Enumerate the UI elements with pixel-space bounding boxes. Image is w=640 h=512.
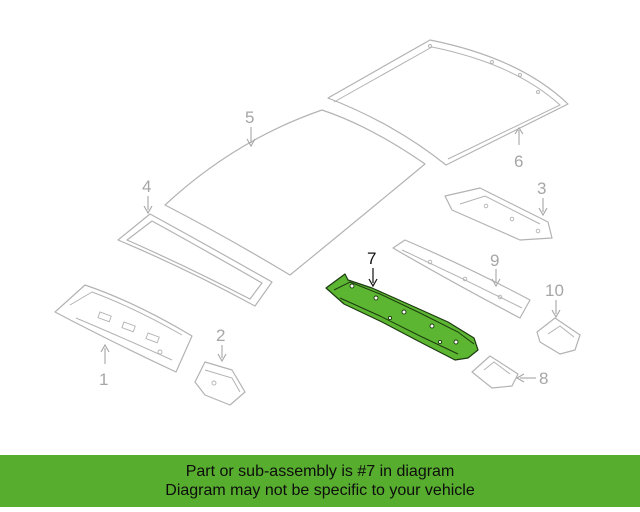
part-8-gusset — [471, 355, 519, 389]
callout-8: 8 — [539, 369, 548, 388]
callout-2: 2 — [216, 326, 225, 345]
callout-10: 10 — [545, 281, 564, 300]
part-7-roof-bow-highlighted[interactable] — [325, 273, 479, 361]
part-4-windshield-header — [117, 213, 273, 307]
banner-line-part-reference: Part or sub-assembly is #7 in diagram — [185, 463, 455, 480]
part-6-roof-panel — [327, 39, 569, 166]
parts-diagram: 6 5 4 1 2 3 — [54, 39, 581, 406]
part-9-roof-bow — [392, 239, 531, 319]
callout-9: 9 — [490, 251, 499, 270]
callout-5: 5 — [245, 108, 254, 127]
callout-4: 4 — [142, 177, 151, 196]
info-banner: Part or sub-assembly is #7 in diagram Di… — [0, 455, 640, 507]
part-2-bracket — [194, 361, 246, 406]
part-3-rear-header — [444, 187, 553, 241]
callout-1: 1 — [99, 370, 108, 389]
callout-3: 3 — [537, 179, 546, 198]
banner-line-disclaimer: Diagram may not be specific to your vehi… — [165, 482, 475, 499]
part-1-cowl-panel — [54, 284, 193, 373]
callout-6: 6 — [514, 152, 523, 171]
part-10-bracket — [536, 317, 581, 355]
callout-7: 7 — [367, 249, 376, 268]
